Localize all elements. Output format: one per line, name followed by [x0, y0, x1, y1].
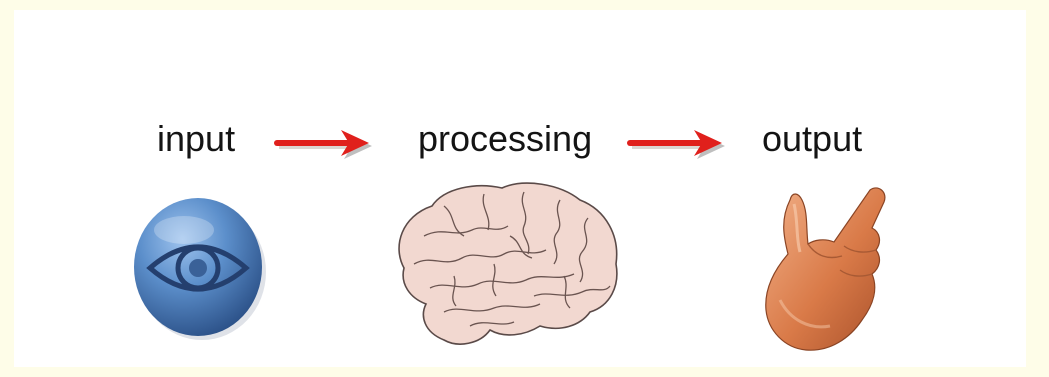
eye-icon — [134, 198, 266, 340]
arrow-right-icon — [627, 130, 725, 159]
stage-label-input: input — [157, 118, 236, 159]
pointing-hand-icon — [765, 187, 886, 351]
arrow-right-icon — [274, 130, 372, 159]
brain-icon — [398, 182, 618, 345]
stage-label-processing: processing — [418, 118, 593, 159]
stage-label-output: output — [762, 118, 863, 159]
